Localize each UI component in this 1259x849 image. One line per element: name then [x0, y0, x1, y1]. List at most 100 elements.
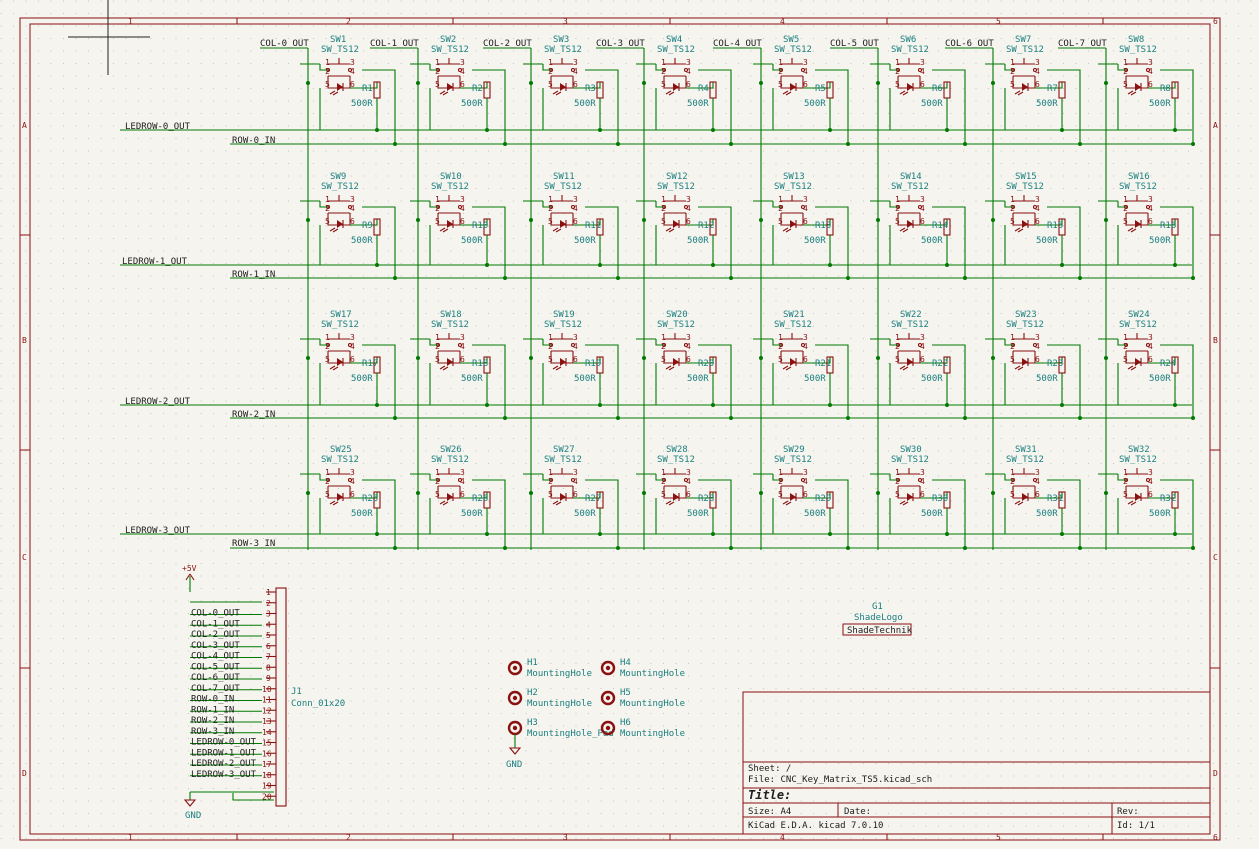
row-0-label[interactable]: ROW-0_IN — [232, 136, 275, 146]
switch-value: SW_TS12 — [321, 455, 359, 465]
column-label-1[interactable]: COL-1_OUT — [370, 39, 419, 49]
column-label-0[interactable]: COL-0_OUT — [260, 39, 309, 49]
svg-text:1: 1 — [895, 58, 900, 67]
ledrow-0-label[interactable]: LEDROW-0_OUT — [125, 122, 191, 132]
connector-net-label[interactable]: LEDROW-2_OUT — [191, 759, 257, 769]
resistor-value: 500R — [1149, 374, 1171, 384]
svg-text:2: 2 — [661, 477, 666, 486]
svg-text:3: 3 — [803, 58, 808, 67]
row-2-label[interactable]: ROW-2_IN — [232, 410, 275, 420]
connector-net-label[interactable]: COL-5_OUT — [191, 662, 240, 672]
connector-j1[interactable]: +5V GND J1 Conn_01x20 123COL-0_OUT4COL-1… — [182, 564, 345, 821]
resistor-value: 500R — [687, 99, 709, 109]
connector-net-label[interactable]: COL-6_OUT — [191, 673, 240, 683]
column-label-4[interactable]: COL-4_OUT — [713, 39, 762, 49]
row-1-label[interactable]: ROW-1_IN — [232, 270, 275, 280]
row-3-label[interactable]: ROW-3_IN — [232, 539, 275, 549]
switch-value: SW_TS12 — [891, 45, 929, 55]
border-col-top-3: 3 — [563, 17, 568, 26]
resistor-value: 500R — [1149, 236, 1171, 246]
svg-text:2: 2 — [1123, 204, 1128, 213]
svg-text:3: 3 — [573, 195, 578, 204]
connector-net-label[interactable]: COL-1_OUT — [191, 619, 240, 629]
svg-text:1: 1 — [548, 333, 553, 342]
connector-net-label[interactable]: COL-3_OUT — [191, 641, 240, 651]
connector-net-label[interactable]: ROW-0_IN — [191, 695, 234, 705]
connector-net-label[interactable]: LEDROW-1_OUT — [191, 748, 257, 758]
svg-text:5: 5 — [661, 80, 666, 89]
ledrow-3-label[interactable]: LEDROW-3_OUT — [125, 526, 191, 536]
connector-pin-number: 12 — [262, 706, 272, 715]
svg-text:5: 5 — [325, 80, 330, 89]
switch-ref: SW12 — [666, 172, 688, 182]
switch-value: SW_TS12 — [1119, 45, 1157, 55]
svg-text:3: 3 — [920, 195, 925, 204]
connector-net-label[interactable]: LEDROW-0_OUT — [191, 738, 257, 748]
connector-net-label[interactable]: ROW-2_IN — [191, 716, 234, 726]
resistor-value: 500R — [461, 99, 483, 109]
resistor-ref: R31 — [1047, 494, 1063, 504]
connector-net-label[interactable]: ROW-3_IN — [191, 727, 234, 737]
connector-net-label[interactable]: ROW-1_IN — [191, 705, 234, 715]
ledrow-2-label[interactable]: LEDROW-2_OUT — [125, 397, 191, 407]
column-label-6[interactable]: COL-6_OUT — [945, 39, 994, 49]
column-label-5[interactable]: COL-5_OUT — [830, 39, 879, 49]
connector-net-label[interactable]: COL-0_OUT — [191, 609, 240, 619]
switch-value: SW_TS12 — [544, 182, 582, 192]
shade-logo[interactable]: G1 ShadeLogo ShadeTechnik — [842, 602, 913, 636]
resistor-value: 500R — [921, 374, 943, 384]
resistor-value: 500R — [574, 99, 596, 109]
resistor-ref: R9 — [362, 221, 373, 231]
connector-net-label[interactable]: COL-4_OUT — [191, 652, 240, 662]
ledrow-1-label[interactable]: LEDROW-1_OUT — [122, 257, 188, 267]
column-label-7[interactable]: COL-7_OUT — [1058, 39, 1107, 49]
connector-pin-number: 14 — [262, 728, 272, 737]
connector-net-label[interactable]: COL-7_OUT — [191, 684, 240, 694]
crosshair-cursor-icon — [68, 0, 150, 75]
connector-net-label[interactable]: LEDROW-3_OUT — [191, 770, 257, 780]
svg-text:5: 5 — [1123, 490, 1128, 499]
svg-text:6: 6 — [573, 80, 578, 89]
column-label-3[interactable]: COL-3_OUT — [596, 39, 645, 49]
column-label-2[interactable]: COL-2_OUT — [483, 39, 532, 49]
connector-net-label[interactable]: COL-2_OUT — [191, 630, 240, 640]
svg-text:5: 5 — [661, 217, 666, 226]
